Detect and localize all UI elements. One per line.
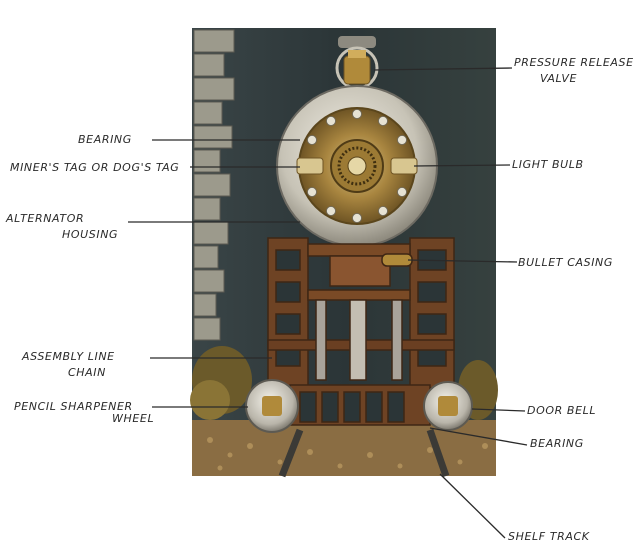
- label-alternator-line2: Housing: [62, 228, 119, 241]
- label-miners-tag: Miner's Tag or Dog's Tag: [10, 161, 180, 174]
- light-bulb-center: [347, 156, 367, 176]
- label-assembly-line2: Chain: [68, 366, 106, 379]
- shelf-track-rails: [278, 428, 450, 478]
- label-bullet-casing: Bullet Casing: [518, 256, 614, 269]
- label-assembly-line1: Assembly Line: [22, 350, 115, 363]
- leader-lines: [128, 67, 528, 539]
- label-light-bulb: Light Bulb: [512, 158, 584, 171]
- label-pencil-line1: Pencil Sharpener: [14, 400, 133, 413]
- label-alternator-line1: Alternator: [6, 212, 85, 225]
- label-pressure-line1: Pressure Release: [514, 56, 634, 69]
- door-bell-wheel: [423, 381, 473, 431]
- label-pressure-line2: Valve: [540, 72, 578, 85]
- boiler-front: [276, 85, 438, 247]
- label-bearing-top: Bearing: [78, 133, 132, 146]
- label-bearing-bottom: Bearing: [530, 437, 584, 450]
- pressure-release-valve: [335, 36, 379, 90]
- label-pencil-line2: Wheel: [112, 412, 155, 425]
- label-shelf-track: Shelf Track: [508, 530, 590, 543]
- miners-tag-plate: [296, 157, 324, 175]
- brick-column: [193, 29, 235, 341]
- bullet-casing-part: [381, 253, 413, 267]
- label-door-bell: Door Bell: [527, 404, 597, 417]
- pencil-sharpener-wheel: [245, 379, 299, 433]
